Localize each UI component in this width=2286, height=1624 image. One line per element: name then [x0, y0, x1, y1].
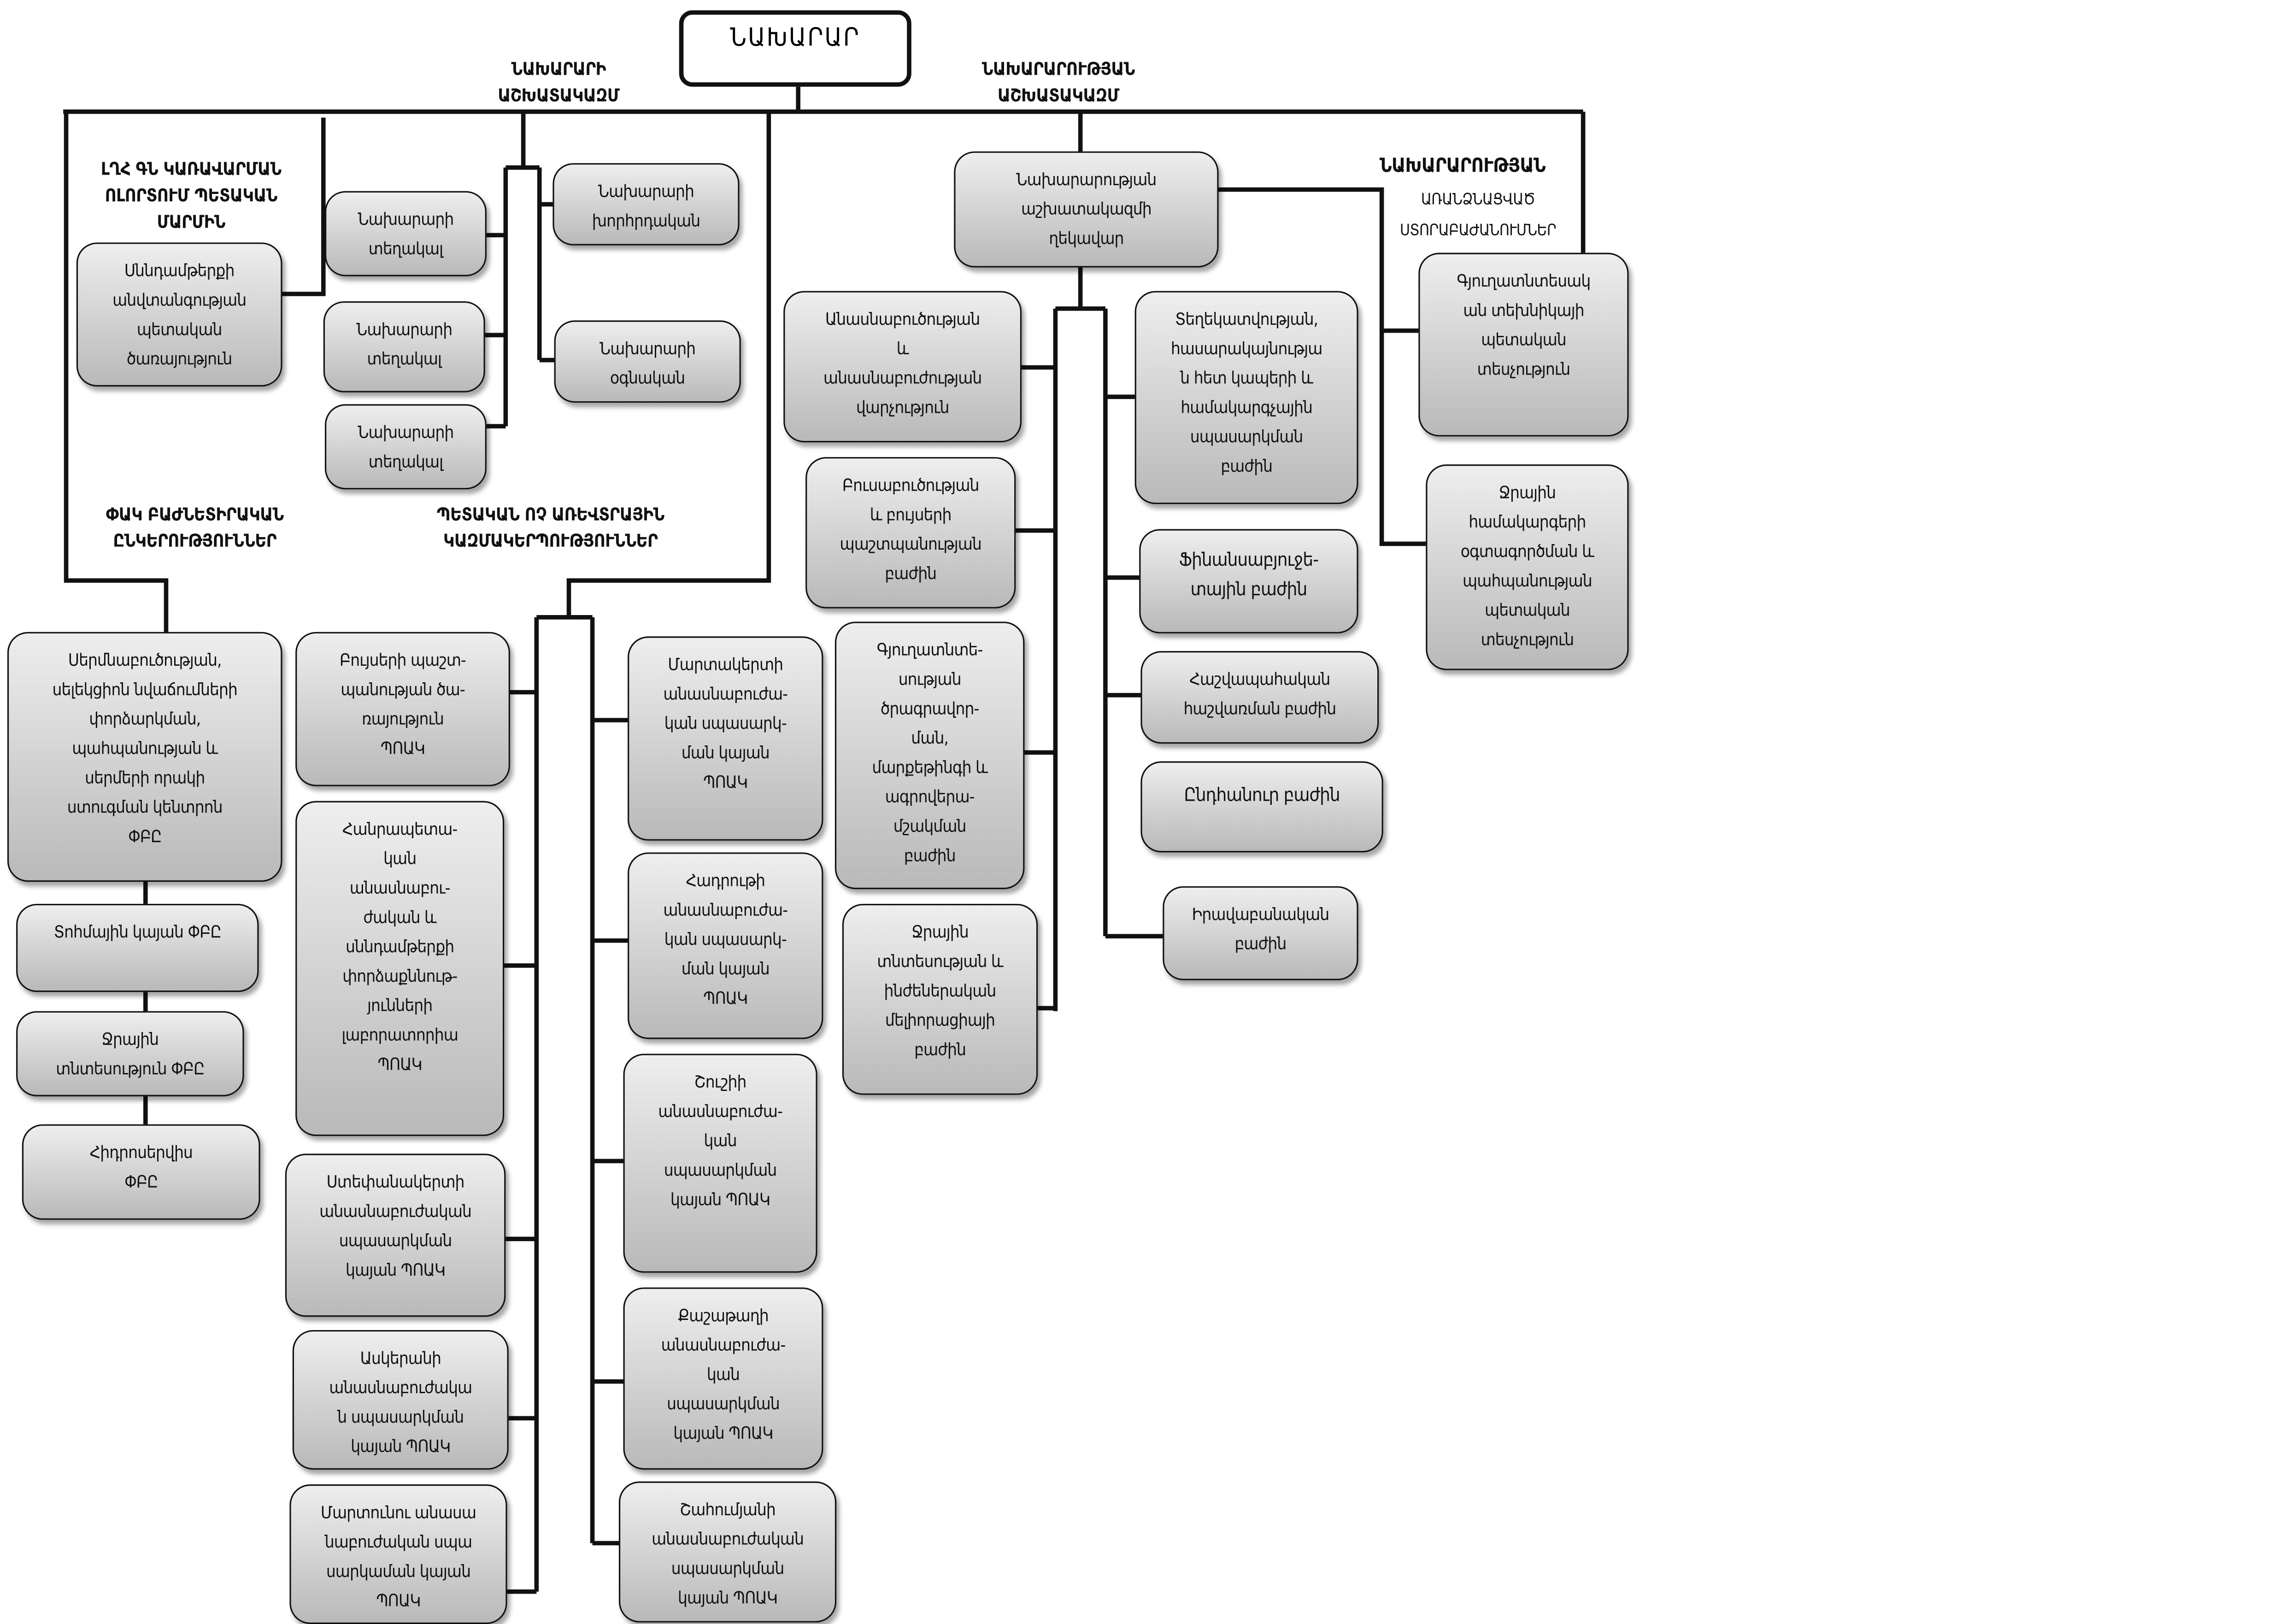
department-box: Անասնաբուծության և անասնաբուժության վարչ… [783, 291, 1022, 443]
snco-box: Շահումյանի անասնաբուժական սպասարկման կայ… [618, 1481, 837, 1623]
deputy-minister-box: Նախարարի տեղակալ [324, 404, 487, 490]
department-box: Իրավաբանական բաժին [1163, 886, 1358, 980]
food-safety-service-box: Սննդամթերքի անվտանգության պետական ծառայո… [76, 242, 282, 387]
separate-unit-box: Ջրային համակարգերի օգտագործման և պահպանո… [1426, 464, 1629, 670]
apparatus-head-box: Նախարարության աշխատակազմի ղեկավար [954, 151, 1219, 268]
cjsc-box: Ջրային տնտեսություն ՓԲԸ [16, 1011, 244, 1096]
cjsc-box: Հիդրոսերվիս ՓԲԸ [22, 1124, 260, 1220]
minister-box: ՆԱԽԱՐԱՐ [679, 10, 911, 87]
snco-box: Բույսերի պաշտ- պանության ծա- ռայություն … [295, 632, 510, 786]
label-cjsc: ՓԱԿ ԲԱԺՆԵՏԻՐԱԿԱՆ ԸՆԿԵՐՈՒԹՅՈՒՆՆԵՐ [106, 504, 284, 551]
department-box: Գյուղատնտե- սության ծրագրավոր- ման, մարք… [834, 621, 1025, 889]
department-box: Հաշվապահական հաշվառման բաժին [1140, 651, 1379, 744]
deputy-minister-box: Նախարարի տեղակալ [324, 191, 487, 276]
department-box: Ընդհանուր բաժին [1140, 761, 1383, 853]
cjsc-box: Տոհմային կայան ՓԲԸ [16, 903, 259, 992]
label-minister-staff: ՆԱԽԱՐԱՐԻ ԱՇԽԱՏԱԿԱԶՄ [498, 59, 620, 106]
cjsc-box: Սերմնաբուծության, սելեկցիոն նվաճումների … [7, 632, 282, 882]
department-box: Տեղեկատվության, հասարակայնությա ն հետ կա… [1134, 291, 1358, 504]
snco-box: Քաշաթաղի անասնաբուժա- կան սպասարկման կայ… [623, 1287, 823, 1470]
label-state-body: ԼՂՀ ԳՆ ԿԱՌԱՎԱՐՄԱՆ ՈԼՈՐՏՈՒՄ ՊԵՏԱԿԱՆ ՄԱՐՄԻ… [100, 158, 282, 233]
snco-box: Մարտակերտի անասնաբուժա- կան սպասարկ- ման… [628, 636, 823, 841]
snco-box: Ստեփանակերտի անասնաբուժական սպասարկման կ… [285, 1154, 506, 1317]
separate-unit-box: Գյուղատնտեսակ ան տեխնիկայի պետական տեսչո… [1418, 252, 1629, 437]
snco-box: Շուշիի անասնաբուժա- կան սպասարկման կայան… [623, 1054, 817, 1273]
adviser-box: Նախարարի խորհրդական [552, 163, 740, 246]
label-snco: ՊԵՏԱԿԱՆ ՈՉ ԱՌԵՎՏՐԱՅԻՆ ԿԱԶՄԱԿԵՐՊՈՒԹՅՈՒՆՆԵ… [436, 504, 664, 551]
deputy-minister-box: Նախարարի տեղակալ [323, 301, 485, 393]
snco-box: Մարտունու անասա նաբուժական սպա սարկաման … [289, 1484, 507, 1624]
snco-box: Հադրութի անասնաբուժա- կան սպասարկ- ման կ… [628, 852, 823, 1039]
department-box: Ֆինանսաբյուջե- տային բաժին [1139, 529, 1358, 633]
snco-box: Հանրապետա- կան անասնաբու- ժական և սննդամ… [295, 801, 505, 1136]
assistant-box: Նախարարի օգնական [554, 320, 741, 403]
department-box: Բուսաբուծության և բույսերի պաշտպանության… [805, 457, 1016, 609]
snco-box: Ասկերանի անասնաբուժակա ն սպասարկման կայա… [292, 1330, 509, 1470]
label-separate-title: ՆԱԽԱՐԱՐՈՒԹՅԱՆ [1379, 156, 1546, 178]
department-box: Ջրային տնտեսության և ինժեներական մելիորա… [842, 903, 1038, 1095]
label-separate-sub: ԱՌԱՆՁՆԱՑՎԱԾ ՍՏՈՐԱԲԱԺԱՆՈՒՄՆԵՐ [1399, 191, 1557, 240]
label-ministry-staff: ՆԱԽԱՐԱՐՈՒԹՅԱՆ ԱՇԽԱՏԱԿԱԶՄ [981, 59, 1135, 106]
